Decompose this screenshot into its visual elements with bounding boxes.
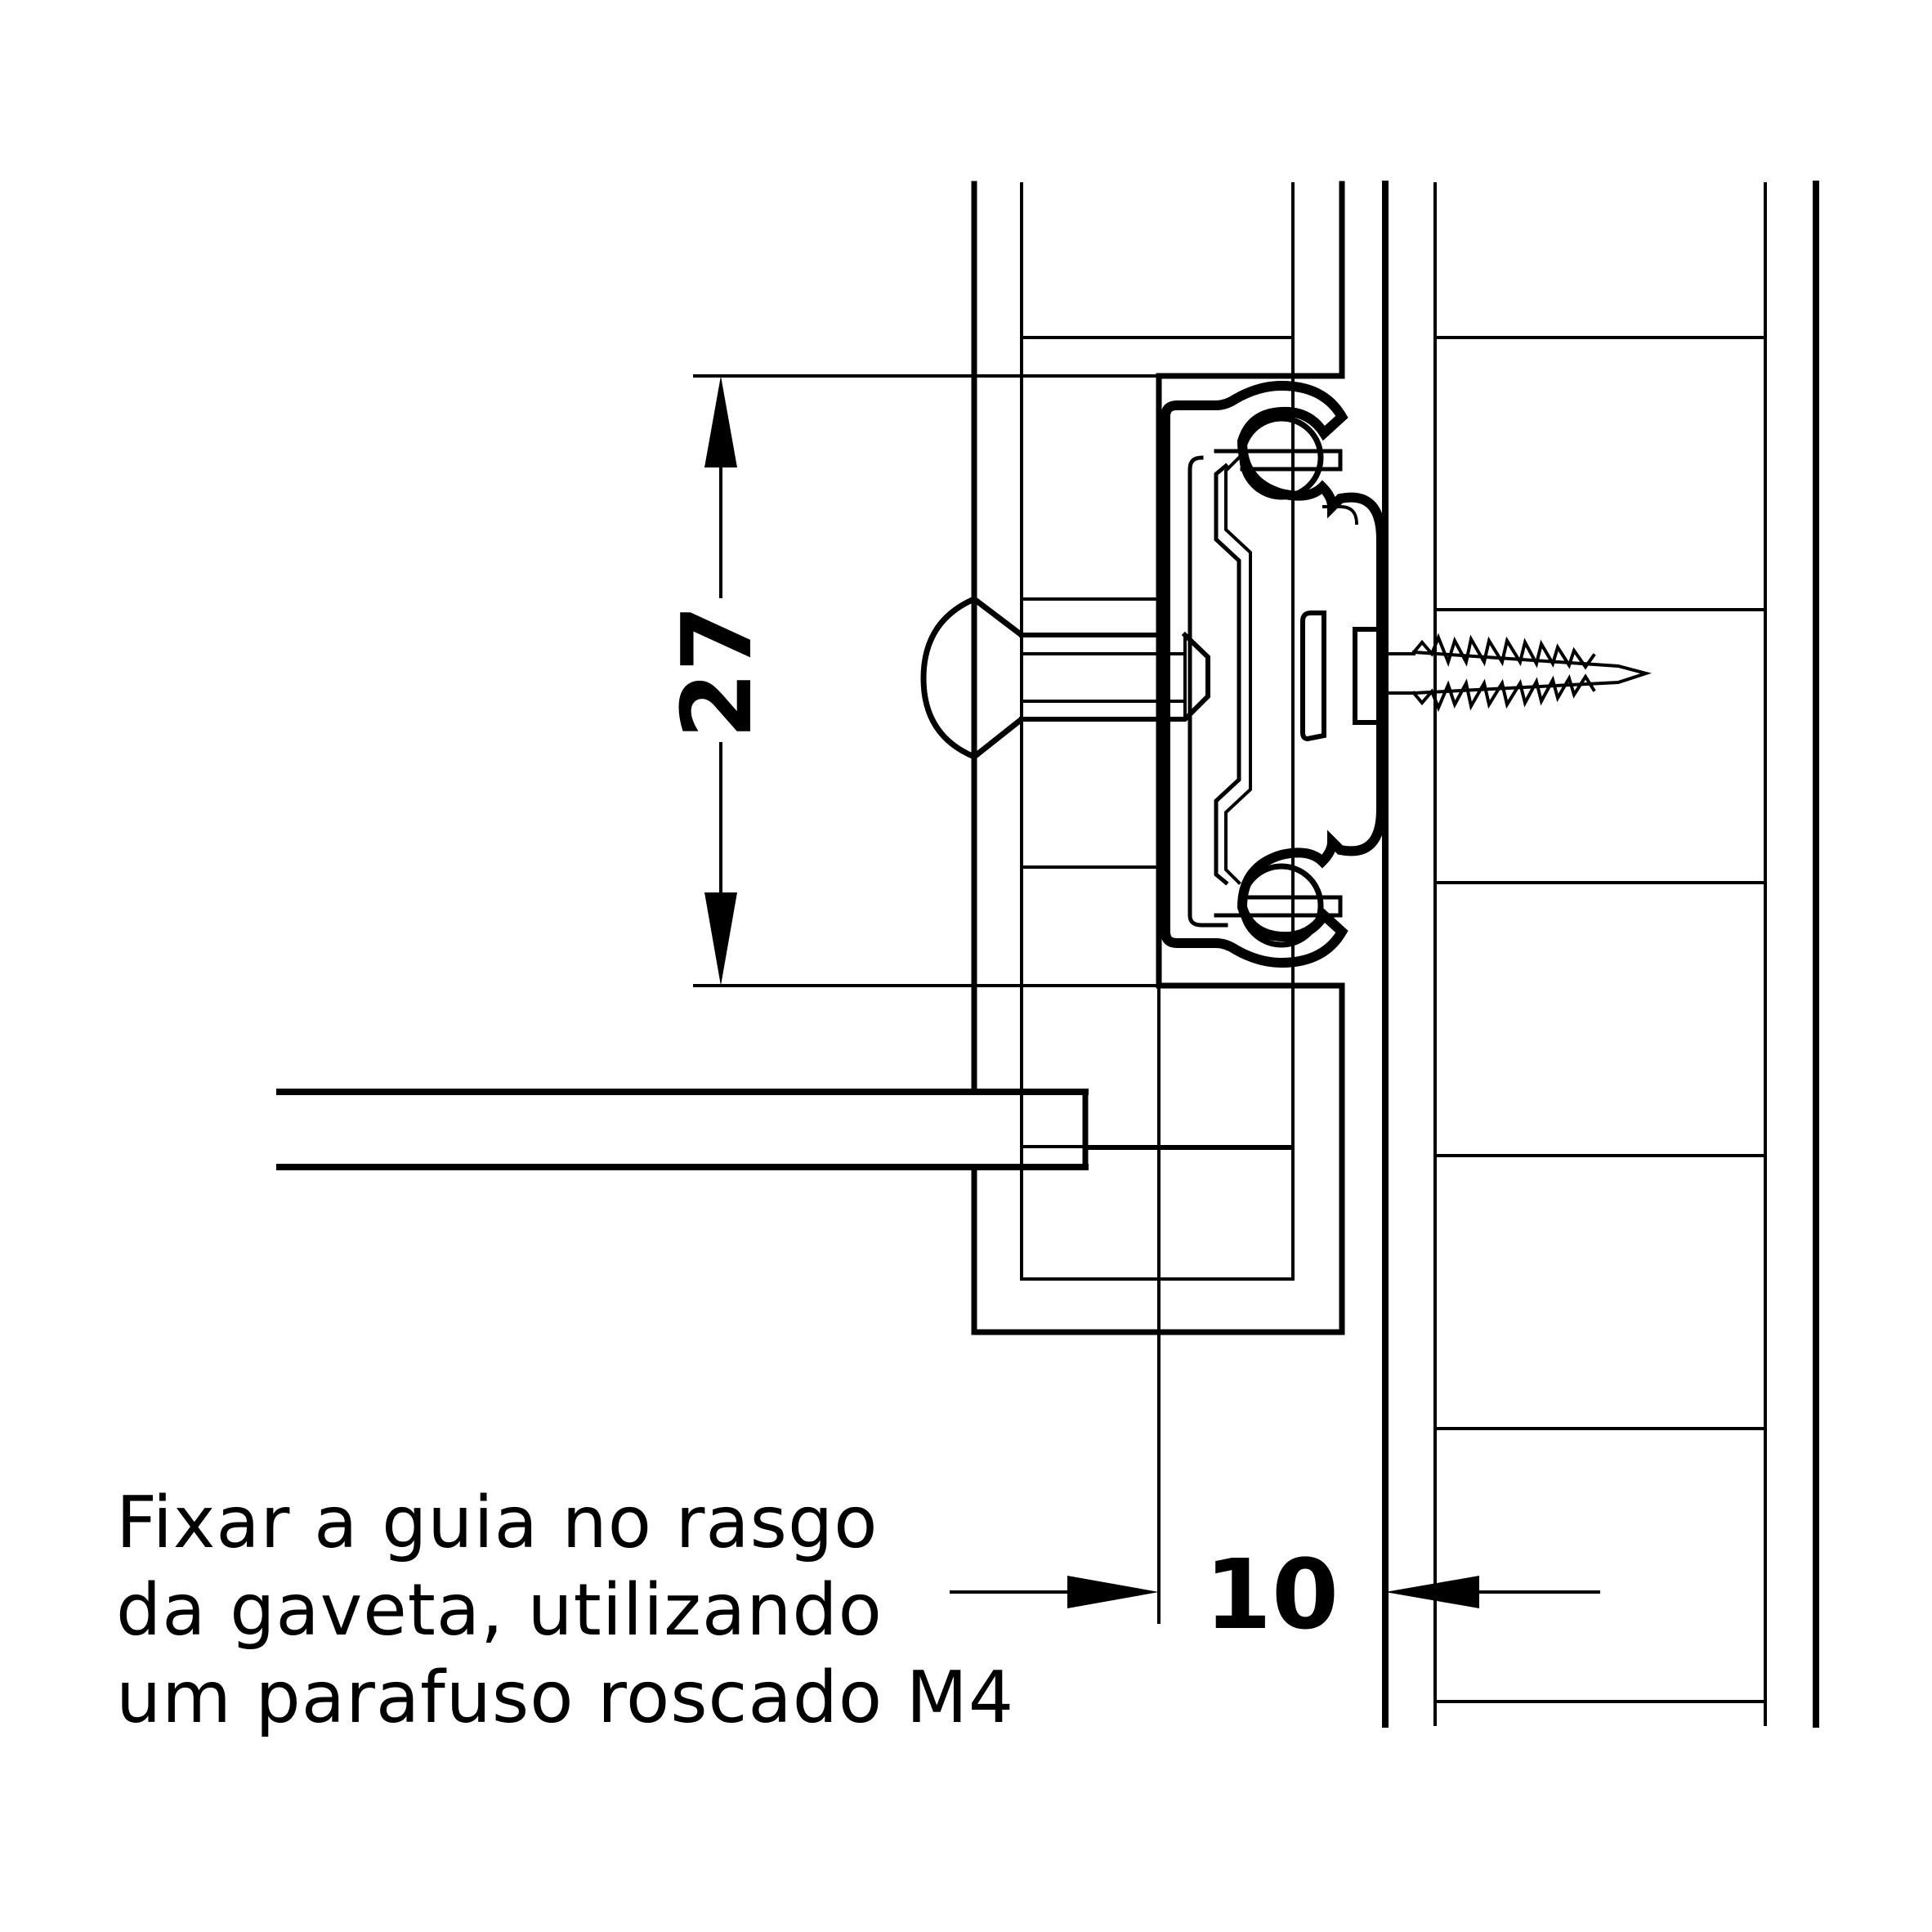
arrow-down [704,892,737,986]
drawer-bottom-panel [276,1089,1295,1170]
m4-screw [920,595,1210,761]
dimension-label-27: 27 [660,605,773,739]
wood-screw [1300,610,1652,742]
note-line-1: Fixar a guia no rasgo [116,1481,879,1564]
installation-note: Fixar a guia no rasgo da gaveta, utiliza… [116,1479,1097,1742]
cabinet-side-panel [1382,181,1819,1728]
dimension-label-10: 10 [1205,1538,1339,1651]
arrow-up [704,376,737,467]
note-line-2: da gaveta, utilizando [116,1568,883,1652]
slide-rail-profile [1161,380,1386,968]
arrow-right [1067,1576,1159,1608]
drawer-side-panel [971,181,1345,1624]
note-line-3: um parafuso roscado M4 [116,1656,1015,1739]
arrow-left [1385,1576,1479,1608]
lower-roller [1214,863,1343,948]
upper-roller [1214,415,1343,500]
dimension-height-27 [693,374,1162,987]
